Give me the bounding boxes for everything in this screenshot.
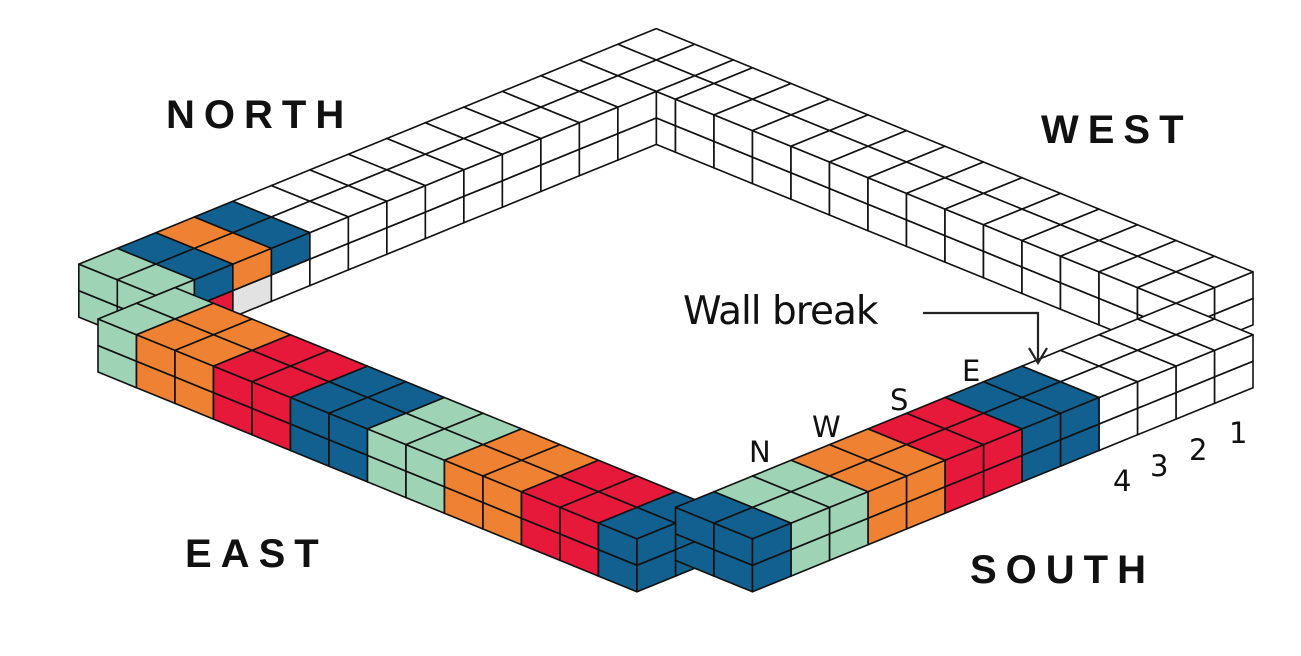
wall-break-label: Wall break — [683, 289, 879, 334]
sequence-label-s: S — [890, 383, 908, 417]
course-number-2: 2 — [1189, 433, 1207, 467]
arrowhead-icon — [1028, 347, 1048, 366]
label-south: SOUTH — [970, 548, 1155, 592]
course-number-1: 1 — [1229, 416, 1247, 450]
block-top-face — [597, 506, 677, 540]
sequence-label-e: E — [962, 354, 980, 388]
sequence-label-w: W — [812, 410, 841, 444]
label-west: WEST — [1041, 108, 1193, 152]
south-wall-block — [713, 506, 792, 567]
sequence-label-n: N — [749, 435, 771, 469]
isometric-walls — [78, 27, 1254, 593]
block-top-face — [713, 506, 792, 540]
block-top-face — [1136, 271, 1216, 305]
course-number-3: 3 — [1150, 449, 1168, 483]
label-north: NORTH — [166, 93, 353, 137]
wall-break-arrow — [923, 311, 1048, 366]
east-wall-block — [597, 506, 677, 567]
label-east: EAST — [185, 532, 328, 576]
course-number-4: 4 — [1113, 464, 1131, 498]
